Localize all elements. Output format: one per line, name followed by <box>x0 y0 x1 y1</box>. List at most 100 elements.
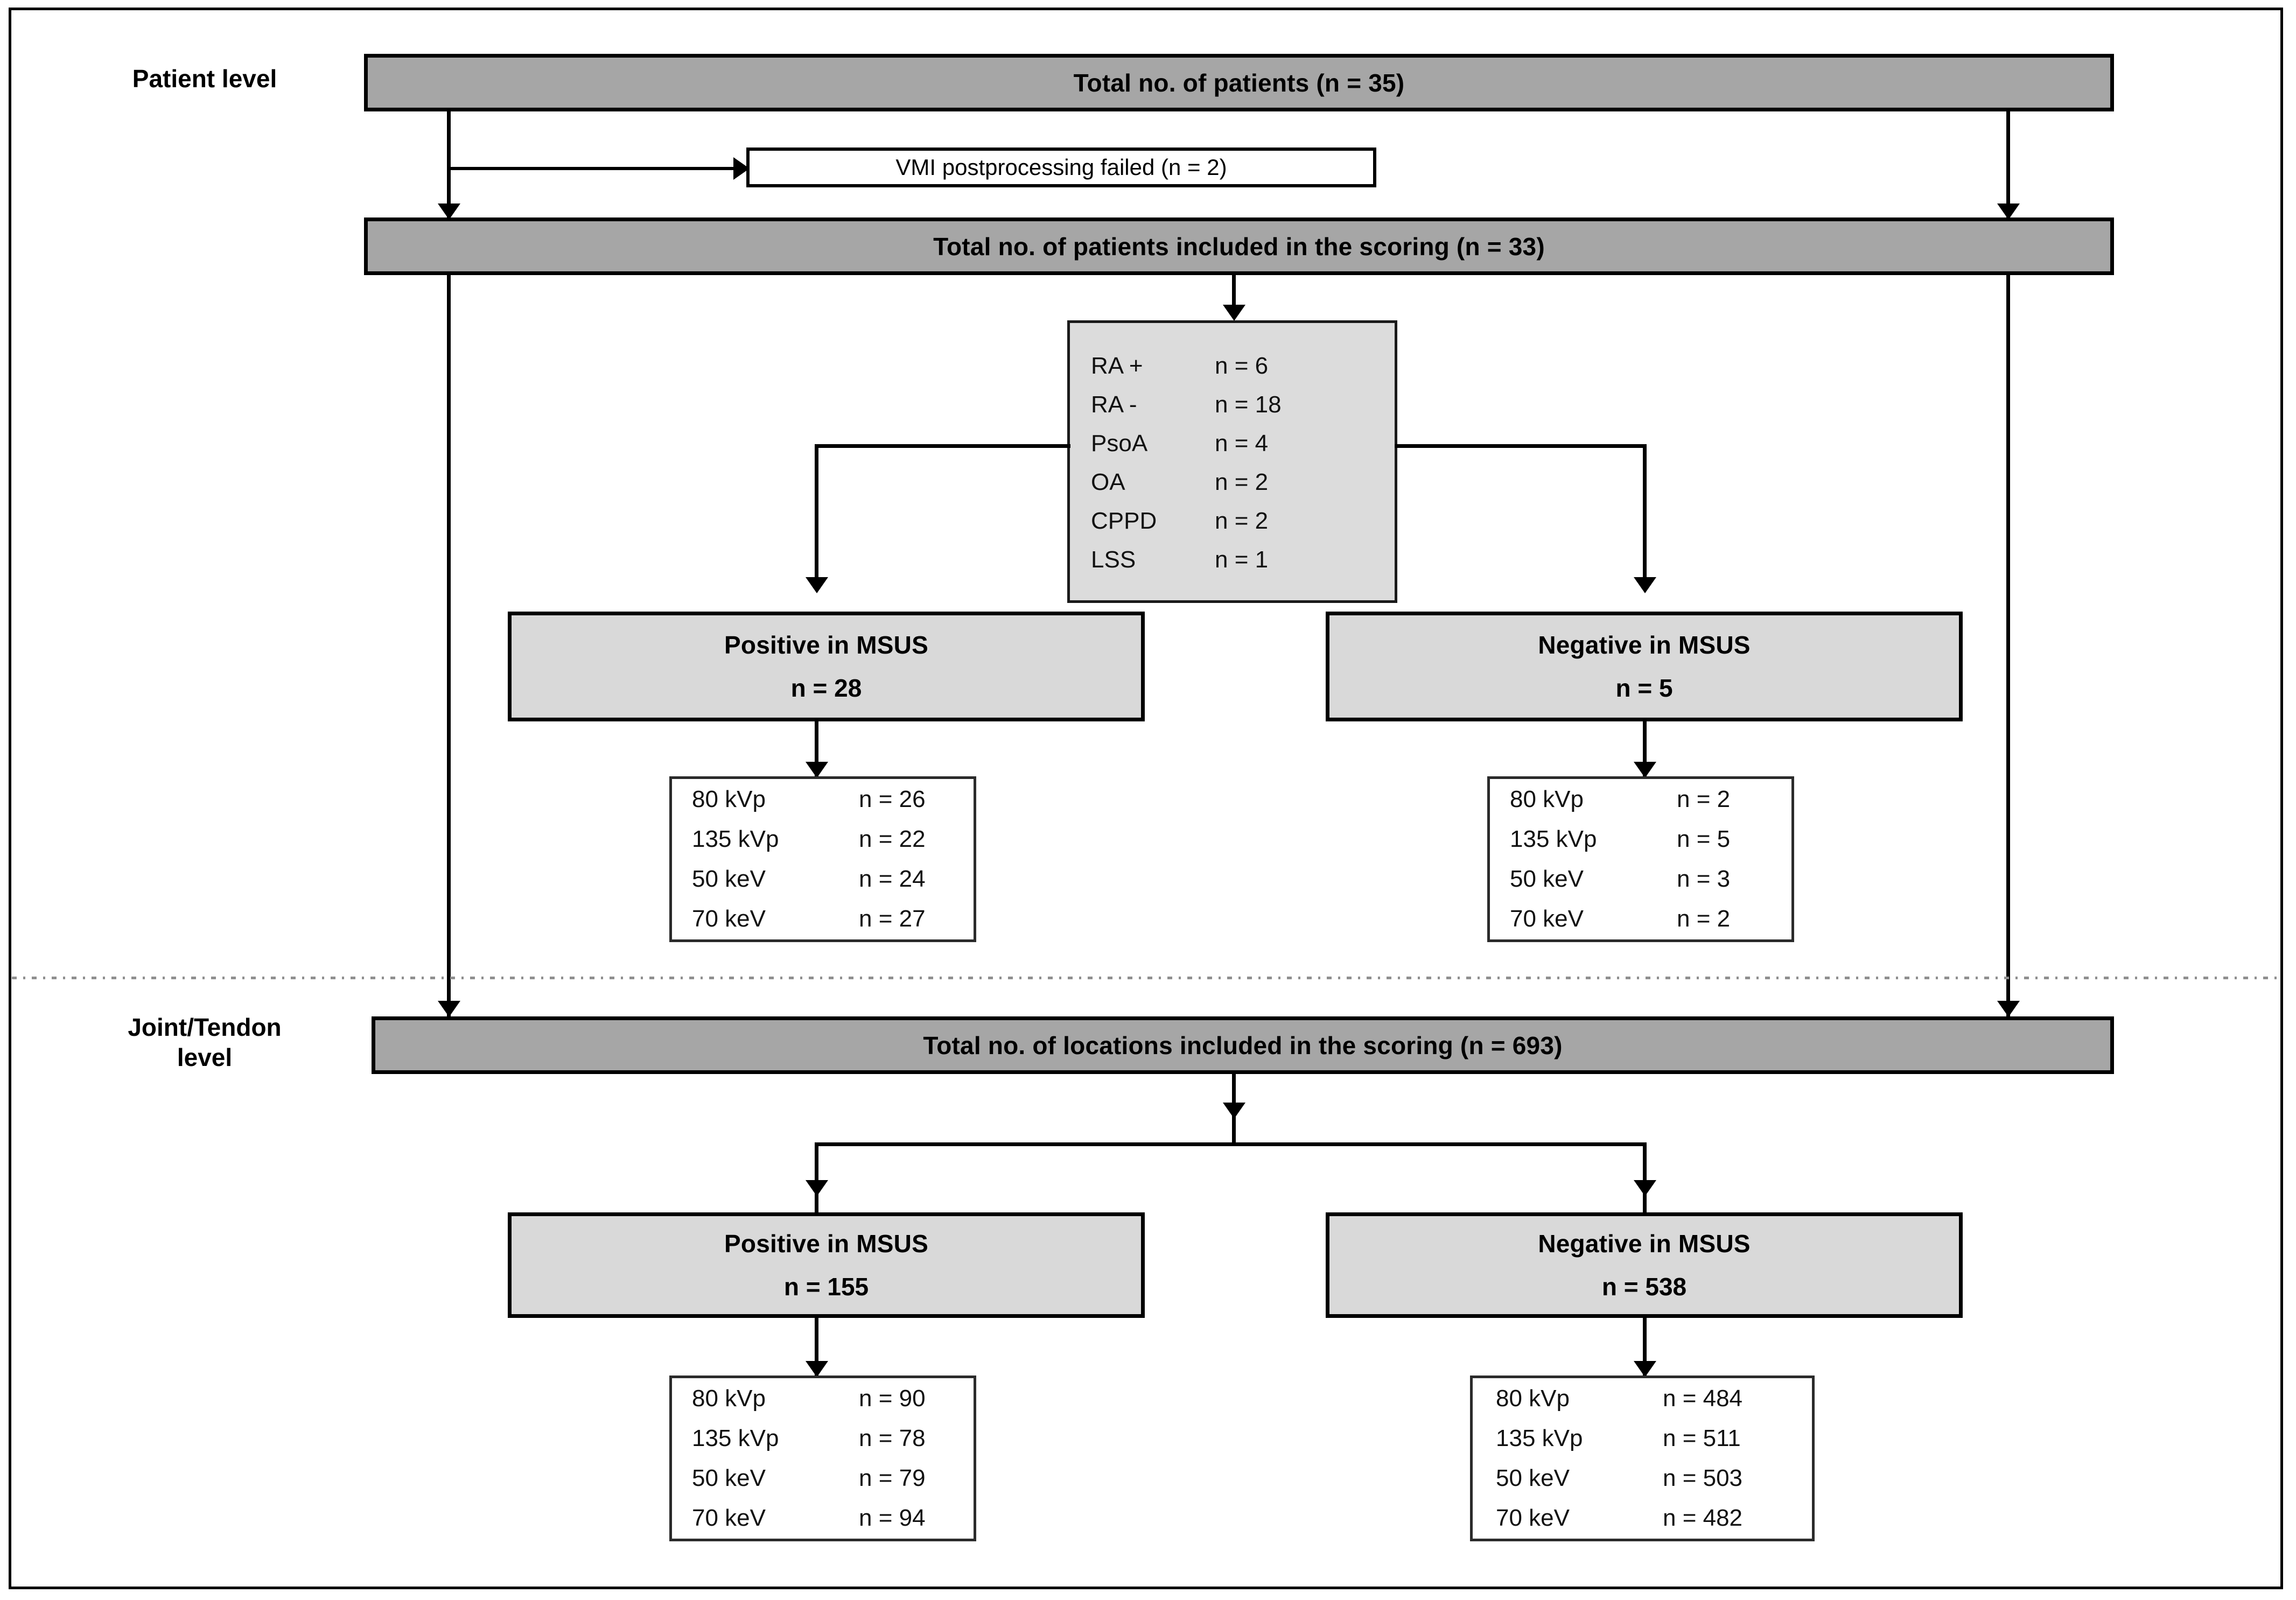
connector-locations-split-h <box>815 1142 1647 1146</box>
node-joint-positive-msus: Positive in MSUS n = 155 <box>508 1212 1145 1318</box>
kv-row: 80 kVp n = 26 <box>692 788 967 811</box>
kv-label: 80 kVp <box>692 1385 766 1412</box>
kv-row: 135 kVp n = 78 <box>692 1427 967 1450</box>
kv-value: n = 79 <box>859 1465 926 1491</box>
kv-value: n = 482 <box>1663 1505 1743 1531</box>
diagnosis-label: OA <box>1091 469 1125 495</box>
diagnosis-value: n = 2 <box>1215 469 1269 495</box>
kv-value: n = 3 <box>1677 866 1731 892</box>
diagnosis-value: n = 2 <box>1215 508 1269 534</box>
node-patient-negative-kv-box <box>1487 776 1794 942</box>
kv-row: 135 kVp n = 5 <box>1510 827 1784 851</box>
diagnosis-row: LSS n = 1 <box>1091 548 1382 572</box>
kv-label: 135 kVp <box>1496 1425 1583 1451</box>
connector-locations-split-right-arrowhead <box>1634 1180 1656 1196</box>
node-patient-negative-msus-title: Negative in MSUS <box>1538 631 1751 659</box>
connector-right-trunk-arrowhead <box>1997 1001 2020 1017</box>
kv-value: n = 94 <box>859 1505 926 1531</box>
diagnosis-label: PsoA <box>1091 430 1148 457</box>
kv-value: n = 5 <box>1677 826 1731 852</box>
connector-diagnoses-to-negative-v <box>1643 444 1647 581</box>
diagnosis-row: OA n = 2 <box>1091 471 1382 494</box>
kv-value: n = 2 <box>1677 906 1731 932</box>
kv-value: n = 27 <box>859 906 926 932</box>
node-joint-negative-kv-box <box>1470 1376 1815 1541</box>
kv-value: n = 22 <box>859 826 926 852</box>
kv-row: 70 keV n = 482 <box>1496 1506 1803 1530</box>
connector-diagnoses-to-negative-arrowhead <box>1634 577 1656 593</box>
kv-label: 80 kVp <box>692 786 766 812</box>
connector-total-to-included-arrowhead <box>438 203 460 220</box>
diagnosis-value: n = 18 <box>1215 391 1282 418</box>
node-vmi-failed-label: VMI postprocessing failed (n = 2) <box>895 155 1227 180</box>
connector-joint-negative-to-kv <box>1643 1318 1647 1377</box>
level-separator <box>12 977 2282 979</box>
diagnosis-label: RA + <box>1091 353 1143 379</box>
diagnosis-value: n = 6 <box>1215 353 1269 379</box>
diagnosis-label: CPPD <box>1091 508 1157 534</box>
connector-joint-negative-to-kv-arrowhead <box>1634 1361 1656 1377</box>
kv-value: n = 2 <box>1677 786 1731 812</box>
node-joint-negative-msus-count: n = 538 <box>1601 1273 1687 1301</box>
connector-patient-positive-to-kv-arrowhead <box>806 762 828 778</box>
kv-row: 70 keV n = 2 <box>1510 907 1784 931</box>
kv-row: 135 kVp n = 511 <box>1496 1427 1803 1450</box>
joint-positive-kv-list: 80 kVp n = 90 135 kVp n = 78 50 keV n = … <box>692 1386 967 1531</box>
connector-left-trunk-arrowhead <box>438 1001 460 1017</box>
node-locations-included: Total no. of locations included in the s… <box>372 1016 2114 1074</box>
connector-diagnoses-to-positive-h <box>815 444 1070 448</box>
node-joint-positive-kv-box <box>669 1376 976 1541</box>
figure-outer-frame <box>9 8 2283 1589</box>
node-diagnoses <box>1067 320 1397 603</box>
kv-label: 70 keV <box>692 906 766 932</box>
connector-diagnoses-to-negative-h <box>1395 444 1647 448</box>
node-locations-included-label: Total no. of locations included in the s… <box>923 1031 1563 1059</box>
diagnosis-label: LSS <box>1091 546 1136 573</box>
diagnosis-value: n = 4 <box>1215 430 1269 457</box>
diagnoses-list: RA + n = 6 RA - n = 18 PsoA n = 4 OA n =… <box>1091 331 1382 595</box>
kv-label: 70 keV <box>1496 1505 1570 1531</box>
diagnosis-row: RA + n = 6 <box>1091 354 1382 378</box>
node-patient-positive-msus-title: Positive in MSUS <box>724 631 928 659</box>
diagnosis-row: PsoA n = 4 <box>1091 432 1382 455</box>
kv-row: 70 keV n = 94 <box>692 1506 967 1530</box>
diagnosis-row: RA - n = 18 <box>1091 393 1382 417</box>
diagnosis-label: RA - <box>1091 391 1137 418</box>
connector-patient-negative-to-kv <box>1643 721 1647 778</box>
node-joint-positive-msus-count: n = 155 <box>783 1273 869 1301</box>
diagnosis-row: CPPD n = 2 <box>1091 509 1382 533</box>
patient-positive-kv-list: 80 kVp n = 26 135 kVp n = 22 50 keV n = … <box>692 787 967 931</box>
kv-label: 80 kVp <box>1496 1385 1570 1412</box>
patient-negative-kv-list: 80 kVp n = 2 135 kVp n = 5 50 keV n = 3 … <box>1510 787 1784 931</box>
connector-locations-split-left-arrowhead <box>806 1180 828 1196</box>
kv-value: n = 26 <box>859 786 926 812</box>
node-patient-positive-kv-box <box>669 776 976 942</box>
connector-right-total-to-included-arrowhead <box>1997 203 2020 220</box>
node-patient-negative-msus: Negative in MSUS n = 5 <box>1326 612 1963 721</box>
kv-value: n = 503 <box>1663 1465 1743 1491</box>
node-joint-negative-msus-title: Negative in MSUS <box>1538 1230 1751 1258</box>
kv-value: n = 484 <box>1663 1385 1743 1412</box>
connector-locations-stem-arrowhead <box>1223 1103 1245 1119</box>
kv-row: 80 kVp n = 2 <box>1510 788 1784 811</box>
node-patient-positive-msus: Positive in MSUS n = 28 <box>508 612 1145 721</box>
kv-value: n = 90 <box>859 1385 926 1412</box>
kv-label: 80 kVp <box>1510 786 1584 812</box>
connector-right-trunk <box>2006 111 2010 1017</box>
node-patient-negative-msus-count: n = 5 <box>1615 674 1673 702</box>
node-total-patients: Total no. of patients (n = 35) <box>364 54 2114 111</box>
connector-included-to-diagnoses-arrowhead <box>1223 305 1245 321</box>
level-label-patient: Patient level <box>132 65 277 93</box>
node-patient-positive-msus-count: n = 28 <box>790 674 862 702</box>
connector-patient-positive-to-kv <box>815 721 818 778</box>
kv-value: n = 511 <box>1663 1425 1741 1451</box>
connector-included-to-diagnoses <box>1232 275 1236 315</box>
kv-row: 70 keV n = 27 <box>692 907 967 931</box>
node-joint-negative-msus: Negative in MSUS n = 538 <box>1326 1212 1963 1318</box>
connector-left-trunk <box>447 111 451 1017</box>
kv-value: n = 24 <box>859 866 926 892</box>
connector-patient-negative-to-kv-arrowhead <box>1634 762 1656 778</box>
connector-joint-positive-to-kv <box>815 1318 818 1377</box>
connector-joint-positive-to-kv-arrowhead <box>806 1361 828 1377</box>
